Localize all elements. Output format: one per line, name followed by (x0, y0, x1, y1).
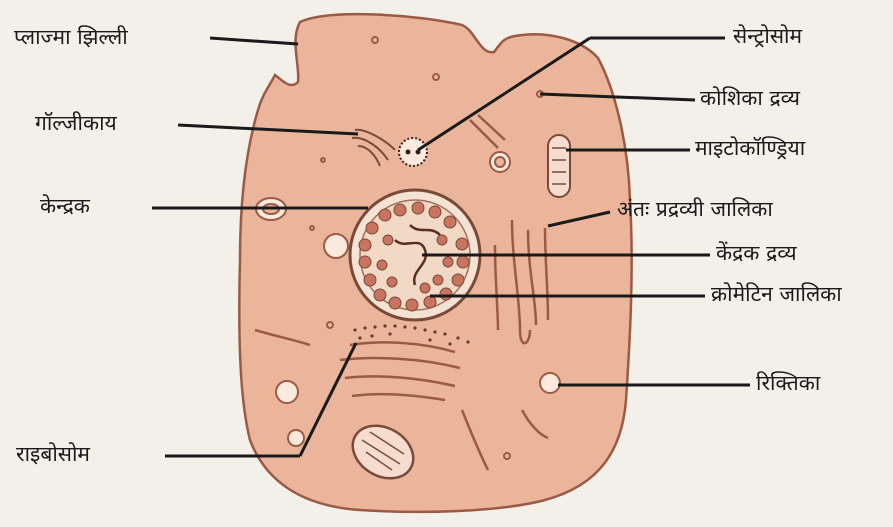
label-centrosome: सेन्ट्रोसोम (733, 26, 802, 47)
leader-plasma-membrane (210, 38, 298, 44)
label-mitochondria: माइटोकॉण्ड्रिया (695, 138, 805, 159)
centrosome (399, 138, 427, 166)
label-cytoplasm: कोशिका द्रव्य (700, 88, 800, 109)
label-ribosome: राइबोसोम (16, 444, 90, 465)
label-nucleus: केन्द्रक (40, 196, 90, 217)
label-vacuole: रिक्तिका (756, 373, 820, 394)
label-endoplasmic-reticulum: अंतः प्रद्रव्यी जालिका (617, 199, 773, 220)
label-nucleoplasm: केंद्रक द्रव्य (716, 243, 797, 264)
label-plasma-membrane: प्लाज्मा झिल्ली (14, 27, 128, 48)
label-golgi-body: गॉल्जीकाय (35, 113, 117, 134)
label-chromatin-network: क्रोमेटिन जालिका (711, 284, 842, 305)
mitochondrion-upper (548, 135, 570, 197)
